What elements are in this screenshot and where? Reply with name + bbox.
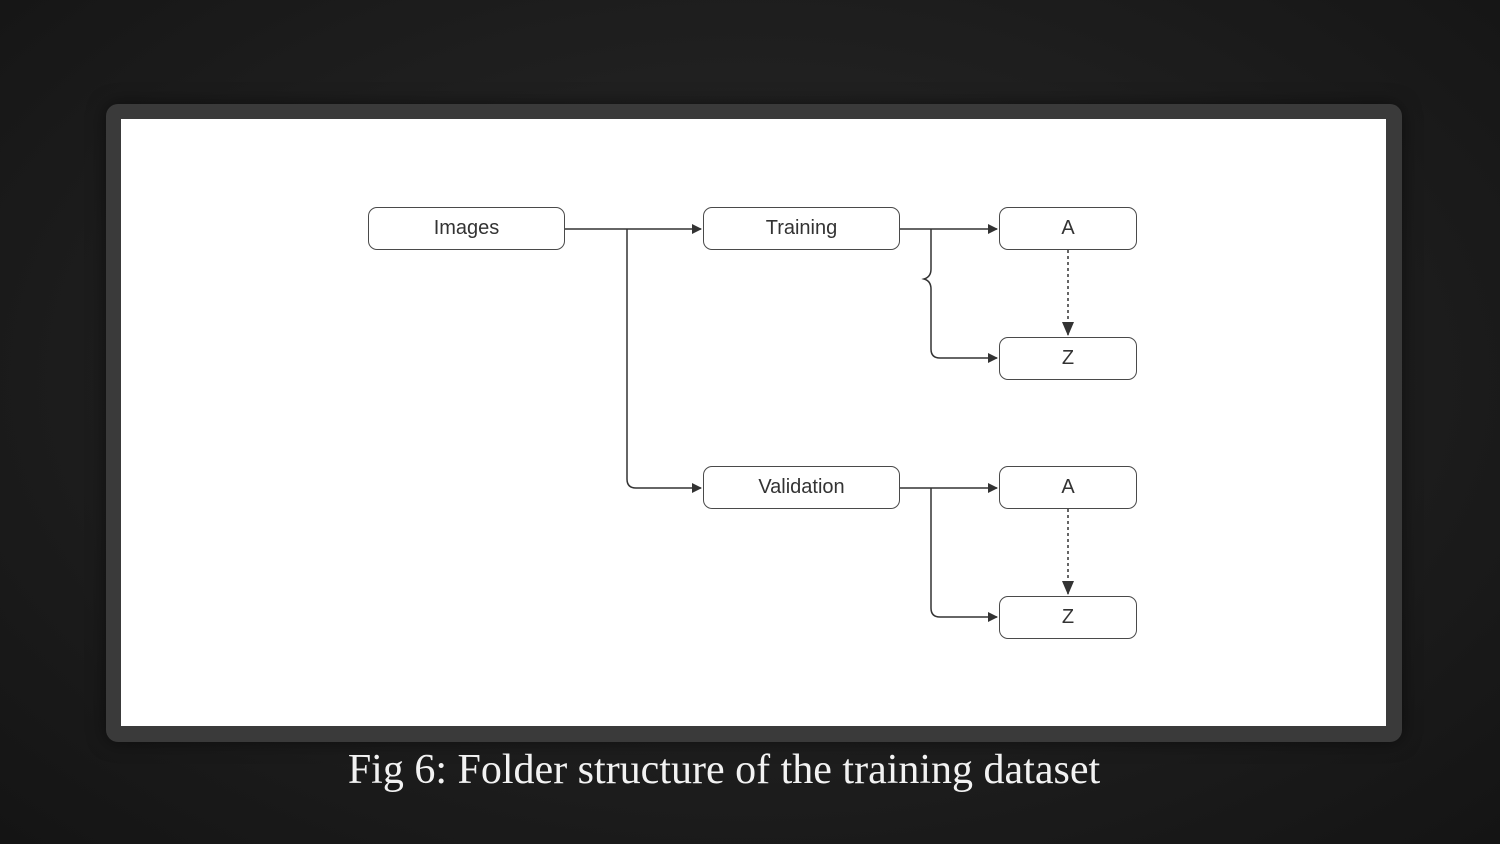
diagram-canvas: Images Training A Z Validation A Z <box>121 119 1386 726</box>
node-images: Images <box>368 207 565 250</box>
edge-training-z <box>921 229 998 363</box>
connector-lines <box>565 224 1074 622</box>
node-training-class-z: Z <box>999 337 1137 380</box>
node-training: Training <box>703 207 900 250</box>
node-validation-class-a: A <box>999 466 1137 509</box>
edge-images-validation <box>626 229 702 493</box>
edge-validation-z <box>930 488 998 622</box>
node-validation-class-z: Z <box>999 596 1137 639</box>
figure-caption: Fig 6: Folder structure of the training … <box>347 747 1101 793</box>
node-training-class-a: A <box>999 207 1137 250</box>
node-validation: Validation <box>703 466 900 509</box>
